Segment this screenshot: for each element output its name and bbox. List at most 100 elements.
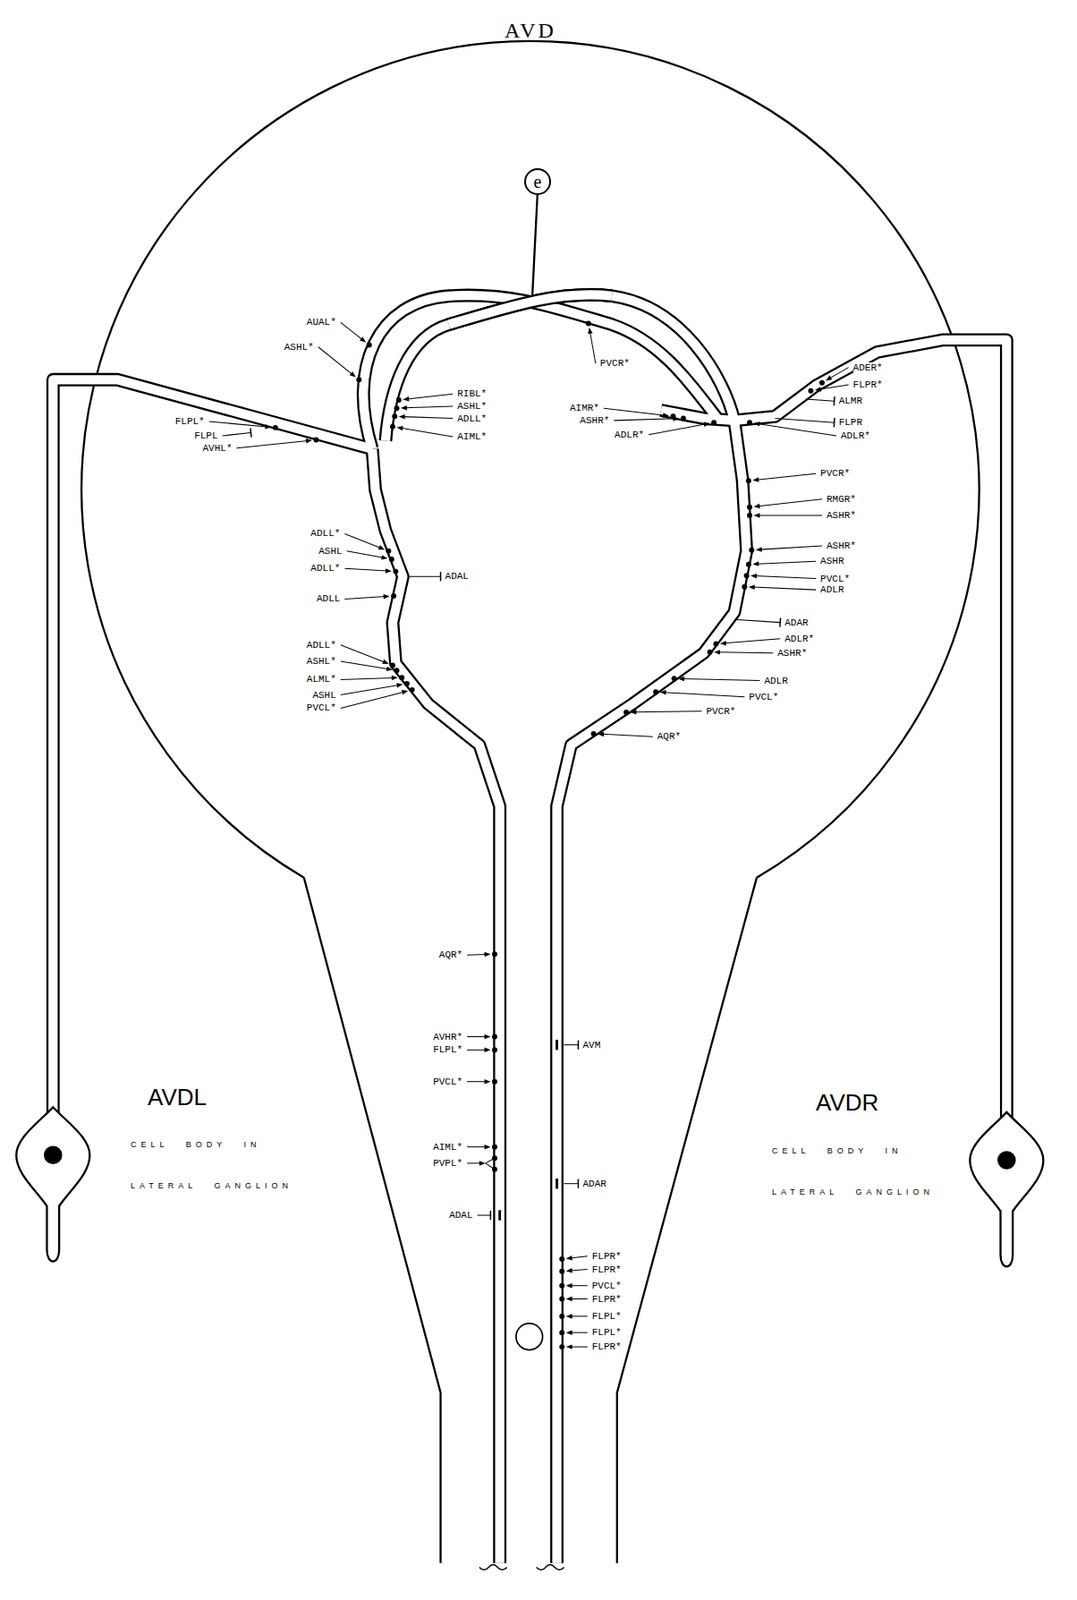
synapse-label: ADAR: [582, 1178, 606, 1189]
arrow-head: [383, 593, 391, 599]
synapse-label: ASHL*: [306, 655, 337, 667]
synapse-arrow: [757, 499, 823, 507]
synapse-arrow: [318, 347, 353, 375]
arrow-head: [391, 675, 399, 680]
synapse-dot: [404, 680, 410, 687]
arrow-head: [814, 386, 822, 391]
arrow-head: [359, 336, 366, 342]
synapse-arrow: [347, 551, 384, 558]
arrow-head: [566, 1329, 573, 1334]
synapse-dot: [746, 477, 752, 484]
synapse-arrow: [340, 677, 394, 679]
arrow-head: [401, 689, 408, 695]
arrow-head: [349, 371, 357, 377]
synapse-arrow: [340, 691, 405, 708]
synapse-label: ADLL*: [306, 639, 337, 651]
synapse-dot: [819, 380, 825, 386]
neuron-name: AVDR: [815, 1088, 879, 1116]
synapse-dot: [559, 1296, 565, 1302]
synapse-arrow: [648, 424, 706, 435]
synapse-dot: [390, 662, 396, 669]
synapse-arrow: [402, 416, 453, 419]
synapse-arrow: [818, 384, 849, 390]
arrow-head: [484, 1144, 492, 1149]
synapse-arrow: [209, 421, 268, 427]
synapse-label: PVCR*: [600, 357, 630, 369]
synapse-arrow: [756, 473, 816, 480]
arrow-head: [566, 1343, 573, 1349]
synapse-dot: [491, 1034, 498, 1040]
synapse-arrow: [757, 514, 823, 516]
synapse-dot: [559, 1313, 565, 1319]
synapse-dot: [559, 1282, 565, 1289]
synapse-label: PVCL*: [592, 1280, 622, 1291]
gap-junction-bar: [833, 396, 836, 406]
synapse-arrow: [603, 407, 665, 416]
arrow-head: [660, 689, 667, 695]
synapse-arrow: [466, 1080, 487, 1082]
synapse-label: ADLR: [763, 675, 788, 687]
arrow-head: [597, 731, 604, 737]
arrow-head: [381, 554, 388, 560]
synapse-label: ADLL*: [310, 562, 340, 574]
synapse-label: FLPR*: [592, 1250, 622, 1262]
synapse-dot: [559, 1255, 565, 1262]
gap-junction-line: [407, 576, 441, 577]
arrow-head: [566, 1296, 573, 1301]
synapse-arrow: [754, 576, 816, 579]
synapse-arrow: [344, 568, 388, 571]
body-outline: [617, 877, 757, 1563]
synapse-dot: [491, 1154, 498, 1161]
synapse-dot: [394, 667, 400, 673]
arrow-head: [750, 573, 757, 578]
arrow-head: [484, 1078, 492, 1084]
arrow-head: [754, 421, 761, 426]
synapse-dot: [394, 405, 400, 411]
synapse-arrow: [752, 586, 816, 590]
synapse-dot: [313, 437, 319, 443]
synapse-arrow: [723, 638, 781, 644]
gap-junction-bar: [490, 1210, 492, 1220]
synapse-label: AUAL*: [306, 316, 337, 328]
synapse-label: ADLL*: [310, 527, 340, 539]
synapse-label: PVCR*: [705, 705, 736, 717]
synapse-label: AVHR*: [432, 1031, 463, 1043]
synapse-label: AIML*: [457, 431, 487, 442]
synapse-arrow: [569, 1297, 587, 1299]
synapse-arrow: [634, 711, 702, 713]
synapse-dot: [746, 504, 753, 510]
synapse-label: ADLL*: [457, 413, 487, 425]
synapse-label: ADAL: [445, 570, 469, 582]
gap-junction-line: [734, 619, 781, 622]
arrow-head: [483, 951, 491, 957]
synapse-arrow: [682, 678, 761, 681]
synapse-label: ASHL*: [457, 400, 487, 412]
gap-junction-bar: [833, 417, 836, 427]
arrow-head: [754, 503, 761, 509]
synapse-arrow: [466, 1035, 487, 1037]
arrow-head: [720, 640, 727, 645]
synapse-label: ASHR*: [579, 415, 610, 426]
synapse-dot: [396, 397, 402, 403]
synapse-dot: [746, 561, 752, 568]
synapse-label: ADLR: [820, 584, 844, 595]
synapse-dot: [671, 675, 678, 681]
arrow-head: [630, 709, 637, 714]
cut-mark: [536, 1564, 565, 1570]
synapse-dot: [491, 1078, 498, 1085]
head-outline: [81, 41, 979, 1563]
synapse-dot: [272, 424, 279, 431]
gap-junction-bar: [577, 1178, 579, 1188]
synapse-label: ADER*: [853, 362, 883, 374]
synapse-arrow: [340, 685, 399, 696]
arrow-head: [566, 1313, 573, 1318]
synapse-dot: [711, 419, 717, 425]
synapse-arrow: [466, 953, 487, 956]
gap-junction-line: [564, 1043, 579, 1045]
arrow-head: [396, 682, 403, 687]
synapse-label: PVPL*: [432, 1157, 463, 1169]
synapse-label: ALMR: [839, 395, 863, 407]
synapse-label: ASHL*: [284, 341, 314, 353]
synapse-dot: [707, 649, 713, 655]
